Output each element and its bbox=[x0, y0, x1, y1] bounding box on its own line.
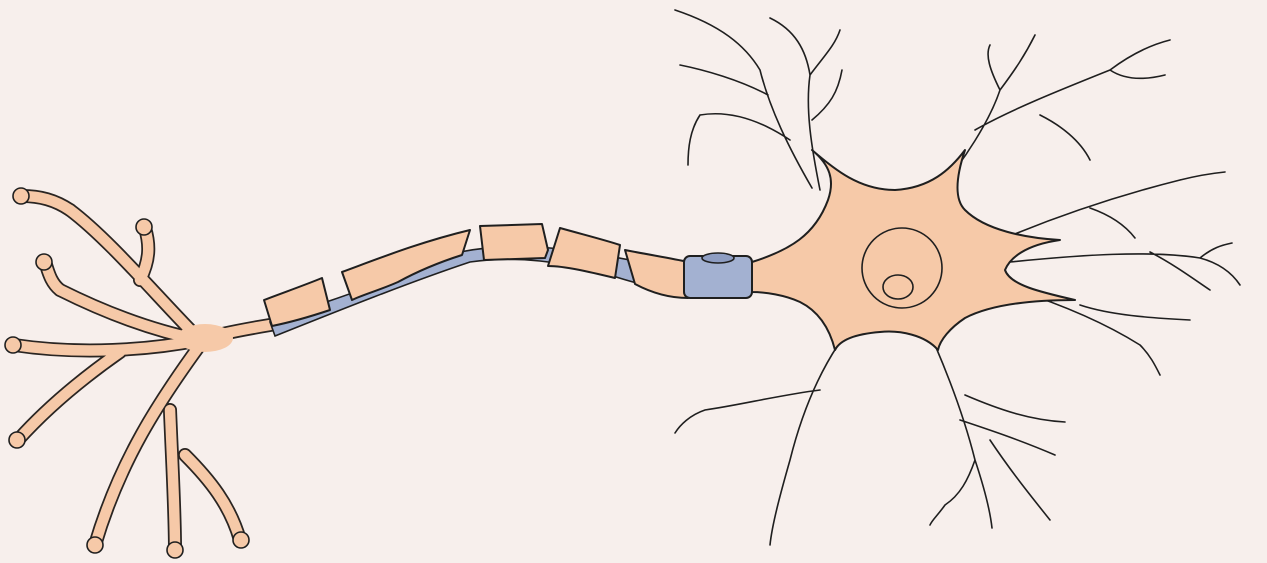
dendrite-right-middle bbox=[1010, 243, 1240, 290]
dendrite-top-left-b bbox=[770, 18, 842, 190]
synaptic-knob bbox=[36, 254, 52, 270]
dendrite-bottom-right bbox=[930, 345, 1055, 528]
synaptic-knob bbox=[87, 537, 103, 553]
dendrite-top-right bbox=[935, 35, 1170, 195]
dendrite-bottom-left bbox=[675, 345, 838, 545]
dendrite-bottom-right-b bbox=[965, 395, 1065, 520]
synaptic-knob bbox=[5, 337, 21, 353]
cell-body bbox=[752, 150, 1075, 350]
synaptic-knob bbox=[136, 219, 152, 235]
synaptic-knob bbox=[167, 542, 183, 558]
synaptic-knobs bbox=[5, 188, 249, 558]
nucleolus bbox=[883, 275, 913, 299]
myelin-segment bbox=[480, 224, 548, 260]
axon-terminal bbox=[5, 188, 270, 558]
dendrite-top-left-a bbox=[675, 10, 812, 188]
axon bbox=[264, 224, 752, 336]
synaptic-knob bbox=[13, 188, 29, 204]
myelin-segment bbox=[548, 228, 620, 278]
synaptic-knob bbox=[9, 432, 25, 448]
myelin-segment bbox=[625, 250, 688, 298]
synaptic-knob bbox=[233, 532, 249, 548]
axon-hillock bbox=[684, 253, 752, 298]
dendrite-right-upper bbox=[1000, 172, 1225, 240]
